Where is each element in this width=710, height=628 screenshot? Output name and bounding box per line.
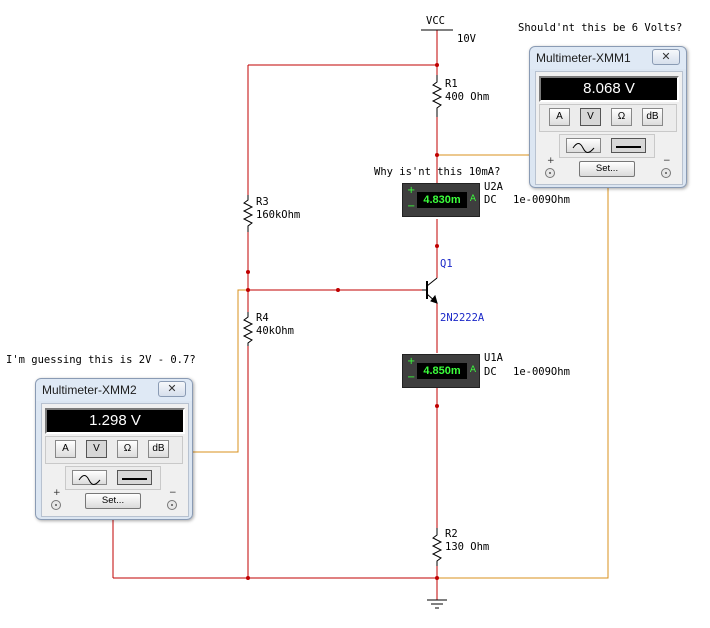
u2a-resistance: 1e-009Ohm [513,194,570,206]
u1a-resistance: 1e-009Ohm [513,366,570,378]
xmm1-wave-keys [559,134,655,158]
r4-value: 40kOhm [256,325,294,337]
xmm1-db-button[interactable]: dB [642,108,663,126]
xmm2-set-button[interactable]: Set... [85,493,141,509]
multimeter-xmm1-window[interactable]: Multimeter-XMM1 ✕ 8.068 V A V Ω dB + − S… [529,46,687,188]
probe-wires [193,154,609,579]
xmm1-display: 8.068 V [539,76,679,102]
u2a-ammeter[interactable]: + − 4.830m A [402,183,480,217]
xmm2-wave-keys [65,466,161,490]
junction-dots [246,63,439,580]
xmm1-panel: 8.068 V A V Ω dB + − Set... [535,71,683,185]
xmm1-plus-terminal[interactable] [545,168,555,178]
u1a-unit: A [469,365,476,375]
r2-resistor [431,528,443,566]
r3-ref: R3 [256,196,269,208]
xmm2-db-button[interactable]: dB [148,440,169,458]
circuit-wires [112,30,438,600]
q1-transistor [422,277,438,304]
q1-ref: Q1 [440,258,453,270]
ground-symbol [427,599,447,609]
u2a-reading: 4.830m [417,192,467,208]
vcc-label: VCC [426,15,445,27]
annotation-6v: Should'nt this be 6 Volts? [518,22,683,34]
xmm1-set-button[interactable]: Set... [579,161,635,177]
xmm2-plus-label: + [53,488,61,498]
dc-line-icon [122,478,147,480]
r4-resistor [242,312,254,346]
xmm2-title: Multimeter-XMM2 [42,383,137,397]
u2a-mode: DC [484,194,497,206]
xmm1-ohm-button[interactable]: Ω [611,108,632,126]
r1-ref: R1 [445,78,458,90]
xmm2-mode-keys: A V Ω dB [45,436,183,464]
u2a-unit: A [469,194,476,204]
r2-ref: R2 [445,528,458,540]
xmm2-dc-button[interactable] [117,470,152,485]
r1-value: 400 Ohm [445,91,490,103]
annotation-10ma: Why is'nt this 10mA? [374,166,501,178]
u1a-plus-terminal: + [407,356,416,367]
u1a-ammeter[interactable]: + − 4.850m A [402,354,480,388]
xmm2-minus-label: − [169,488,177,498]
xmm2-ohm-button[interactable]: Ω [117,440,138,458]
xmm1-minus-terminal[interactable] [661,168,671,178]
xmm1-ac-button[interactable] [566,138,601,153]
xmm1-plus-label: + [547,156,555,166]
multimeter-xmm2-window[interactable]: Multimeter-XMM2 ✕ 1.298 V A V Ω dB + − S… [35,378,193,520]
xmm1-minus-label: − [663,156,671,166]
xmm2-ampere-button[interactable]: A [55,440,76,458]
xmm2-volt-button[interactable]: V [86,440,107,458]
xmm1-mode-keys: A V Ω dB [539,104,677,132]
dc-line-icon [616,146,641,148]
annotation-2v: I'm guessing this is 2V - 0.7? [6,354,196,366]
u1a-ref: U1A [484,352,503,364]
u2a-plus-terminal: + [407,185,416,196]
u1a-reading: 4.850m [417,363,467,379]
r3-resistor [242,195,254,232]
xmm1-close-icon[interactable]: ✕ [652,49,680,65]
q1-model: 2N2222A [440,312,485,324]
xmm2-display: 1.298 V [45,408,185,434]
xmm1-ampere-button[interactable]: A [549,108,570,126]
xmm2-close-icon[interactable]: ✕ [158,381,186,397]
ac-wave-icon [572,143,595,153]
vcc-value: 10V [457,33,476,45]
r2-value: 130 Ohm [445,541,490,553]
u2a-minus-terminal: − [407,201,416,212]
xmm1-dc-button[interactable] [611,138,646,153]
xmm2-minus-terminal[interactable] [167,500,177,510]
xmm1-title: Multimeter-XMM1 [536,51,631,65]
xmm2-plus-terminal[interactable] [51,500,61,510]
xmm1-volt-button[interactable]: V [580,108,601,126]
u1a-minus-terminal: − [407,372,416,383]
xmm2-ac-button[interactable] [72,470,107,485]
r4-ref: R4 [256,312,269,324]
u2a-ref: U2A [484,181,503,193]
r1-resistor [431,75,443,117]
xmm2-panel: 1.298 V A V Ω dB + − Set... [41,403,189,517]
u1a-mode: DC [484,366,497,378]
ac-wave-icon [78,475,101,485]
r3-value: 160kOhm [256,209,301,221]
